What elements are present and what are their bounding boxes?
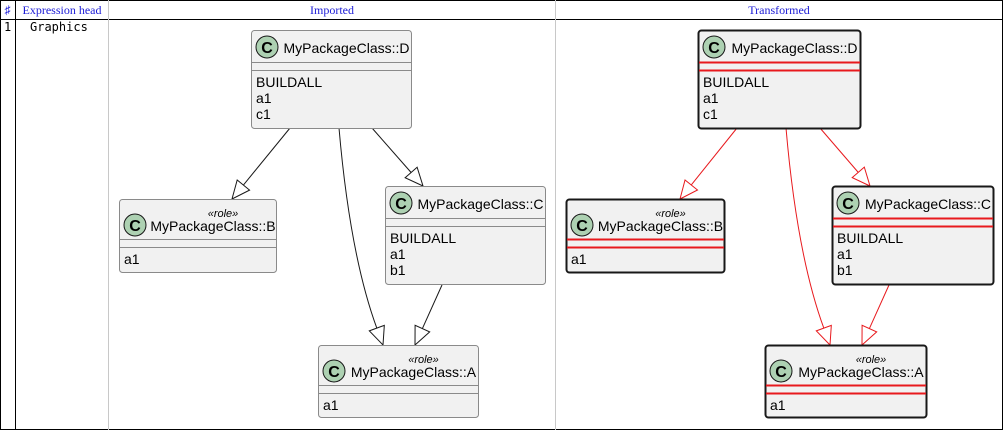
class-name: MyPackageClass::C [417, 196, 543, 212]
class-member: BUILDALL [390, 230, 456, 246]
class-name: MyPackageClass::B [150, 218, 275, 234]
class-stereotype: «role» [408, 354, 439, 366]
inheritance-arrowhead [679, 179, 699, 200]
class-member: a1 [323, 397, 339, 413]
class-member: b1 [837, 262, 853, 278]
class-circle-letter: C [129, 218, 141, 235]
edge-D-C [371, 127, 424, 187]
class-circle-icon: C [836, 191, 860, 215]
header-transformed: Transformed [748, 3, 810, 17]
row-expression-head: Graphics [30, 20, 88, 34]
inheritance-arrowhead [815, 324, 832, 347]
class-member: b1 [390, 262, 406, 278]
class-circle-icon: C [322, 359, 346, 383]
class-member: a1 [770, 397, 786, 413]
class-name: MyPackageClass::A [351, 364, 477, 380]
edge-D-A [338, 127, 385, 347]
class-stereotype: «role» [655, 208, 686, 220]
class-circle-icon: C [570, 213, 594, 237]
edge-D-B [231, 127, 291, 200]
edge-C-A [861, 284, 890, 347]
header-index: ♯ [4, 3, 11, 17]
class-box-a: C «role»MyPackageClass::Aa1 [318, 345, 479, 418]
class-circle-icon: C [389, 191, 413, 215]
class-member: a1 [256, 90, 272, 106]
class-circle-letter: C [775, 364, 787, 381]
class-member: a1 [124, 251, 140, 267]
class-member: c1 [703, 106, 718, 122]
class-name: MyPackageClass::D [283, 40, 409, 56]
class-box-b: C «role»MyPackageClass::Ba1 [119, 199, 277, 273]
inheritance-arrowhead [861, 324, 878, 347]
class-circle-letter: C [395, 196, 407, 213]
inheritance-arrowhead [414, 324, 431, 347]
class-stereotype: «role» [208, 208, 239, 220]
edge-D-A [785, 127, 832, 347]
class-member: a1 [703, 90, 719, 106]
class-member: c1 [256, 106, 271, 122]
class-box-a: C «role»MyPackageClass::Aa1 [764, 344, 928, 419]
class-circle-letter: C [576, 218, 588, 235]
header-imported: Imported [310, 3, 354, 17]
class-member: a1 [390, 246, 406, 262]
class-circle-letter: C [328, 364, 340, 381]
class-circle-icon: C [769, 359, 793, 383]
inheritance-arrowhead [368, 324, 385, 347]
edge-C-A [414, 284, 443, 347]
class-name: MyPackageClass::C [865, 196, 991, 212]
class-member: BUILDALL [703, 74, 769, 90]
inheritance-arrowhead [231, 179, 251, 200]
class-member: BUILDALL [837, 230, 903, 246]
class-member: a1 [571, 251, 587, 267]
inheritance-arrowhead [404, 166, 424, 187]
class-name: MyPackageClass::A [798, 364, 924, 380]
class-name: MyPackageClass::D [731, 40, 857, 56]
class-circle-letter: C [842, 196, 854, 213]
class-circle-letter: C [708, 40, 720, 57]
class-stereotype: «role» [856, 354, 887, 366]
class-circle-icon: C [255, 35, 279, 59]
header-expression-head: Expression head [22, 3, 102, 17]
class-circle-letter: C [261, 40, 273, 57]
class-circle-icon: C [123, 213, 147, 237]
class-name: MyPackageClass::B [598, 218, 723, 234]
class-member: a1 [837, 246, 853, 262]
row-index: 1 [4, 20, 12, 34]
class-member: BUILDALL [256, 74, 322, 90]
class-circle-icon: C [702, 35, 726, 59]
class-box-b: C «role»MyPackageClass::Ba1 [565, 198, 726, 274]
edge-D-B [679, 127, 738, 200]
edge-D-C [819, 127, 871, 187]
inheritance-arrowhead [851, 166, 871, 187]
